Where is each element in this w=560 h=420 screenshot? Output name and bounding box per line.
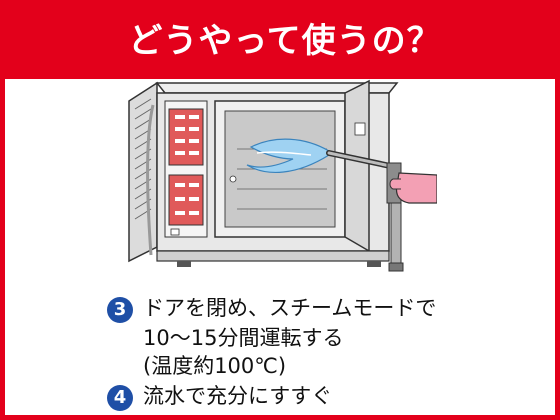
water-hose [146,104,155,256]
door-hinge-icon [229,175,237,183]
oven-foot [367,261,381,267]
oven-base [156,250,390,262]
oven-door [344,79,370,253]
step-3-line-3: (温度約100℃) [143,354,287,378]
step-3-line-2: 10～15分間運転する [143,326,344,350]
step-number-badge: 4 [107,385,133,411]
oven-foot [177,261,191,267]
step-number-badge: 3 [107,297,133,323]
header-banner: どうやって使うの？ [5,5,560,79]
gloved-hand-icon [389,172,437,204]
oven-cleaning-illustration [128,79,437,272]
step-3-line-1: ドアを閉め、スチームモードで [143,296,437,320]
water-spray [246,138,330,174]
control-panel [164,100,208,238]
header-title: どうやって使うの？ [128,21,442,61]
step-4-line-1: 流水で充分にすすぐ [143,384,333,408]
